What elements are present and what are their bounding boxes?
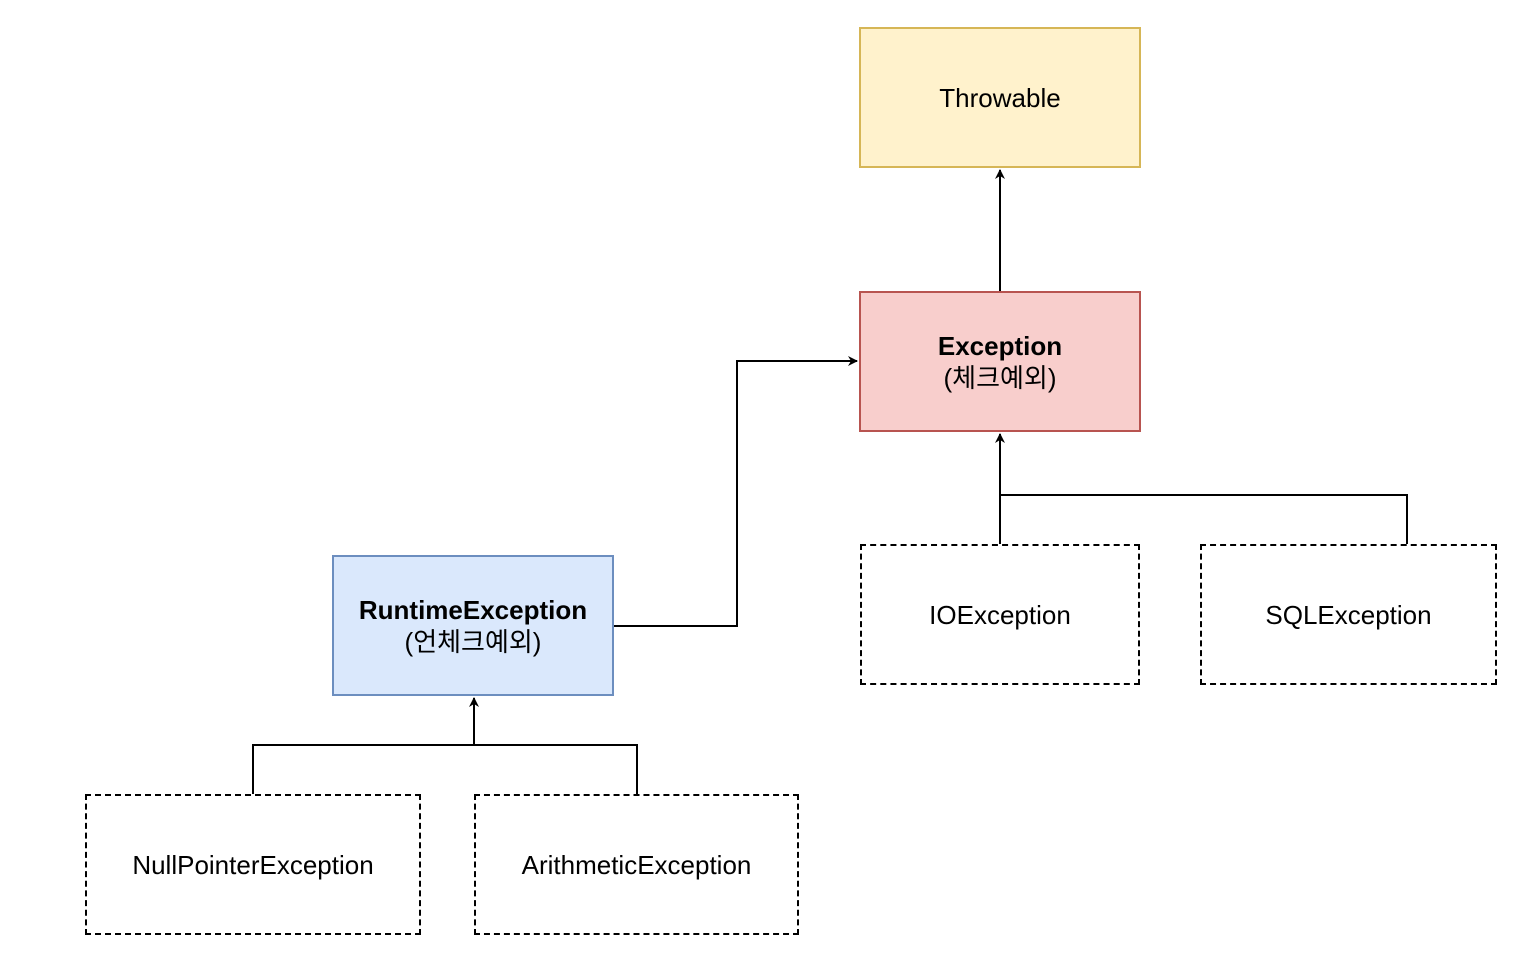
throwable-label: Throwable [939, 82, 1061, 113]
null-pointer-exception-label: NullPointerException [132, 849, 374, 880]
runtime-exception-node[interactable]: RuntimeException (언체크예외) [332, 555, 614, 696]
sql-exception-node[interactable]: SQLException [1200, 544, 1497, 685]
exception-sublabel: (체크예외) [943, 362, 1057, 393]
exception-label: Exception [937, 330, 1063, 361]
edge-arith-to-runtime [474, 744, 638, 794]
runtime-exception-sublabel: (언체크예외) [404, 626, 542, 657]
throwable-node[interactable]: Throwable [859, 27, 1141, 168]
arithmetic-exception-node[interactable]: ArithmeticException [474, 794, 799, 935]
edge-runtime-to-exception [614, 356, 858, 627]
io-exception-label: IOException [929, 599, 1071, 630]
null-pointer-exception-node[interactable]: NullPointerException [85, 794, 421, 935]
edge-sql-to-exception [1000, 494, 1408, 544]
io-exception-node[interactable]: IOException [860, 544, 1140, 685]
runtime-exception-label: RuntimeException [358, 594, 588, 625]
exception-node[interactable]: Exception (체크예외) [859, 291, 1141, 432]
edge-npe-to-runtime [252, 697, 479, 794]
sql-exception-label: SQLException [1265, 599, 1432, 630]
arithmetic-exception-label: ArithmeticException [521, 849, 752, 880]
